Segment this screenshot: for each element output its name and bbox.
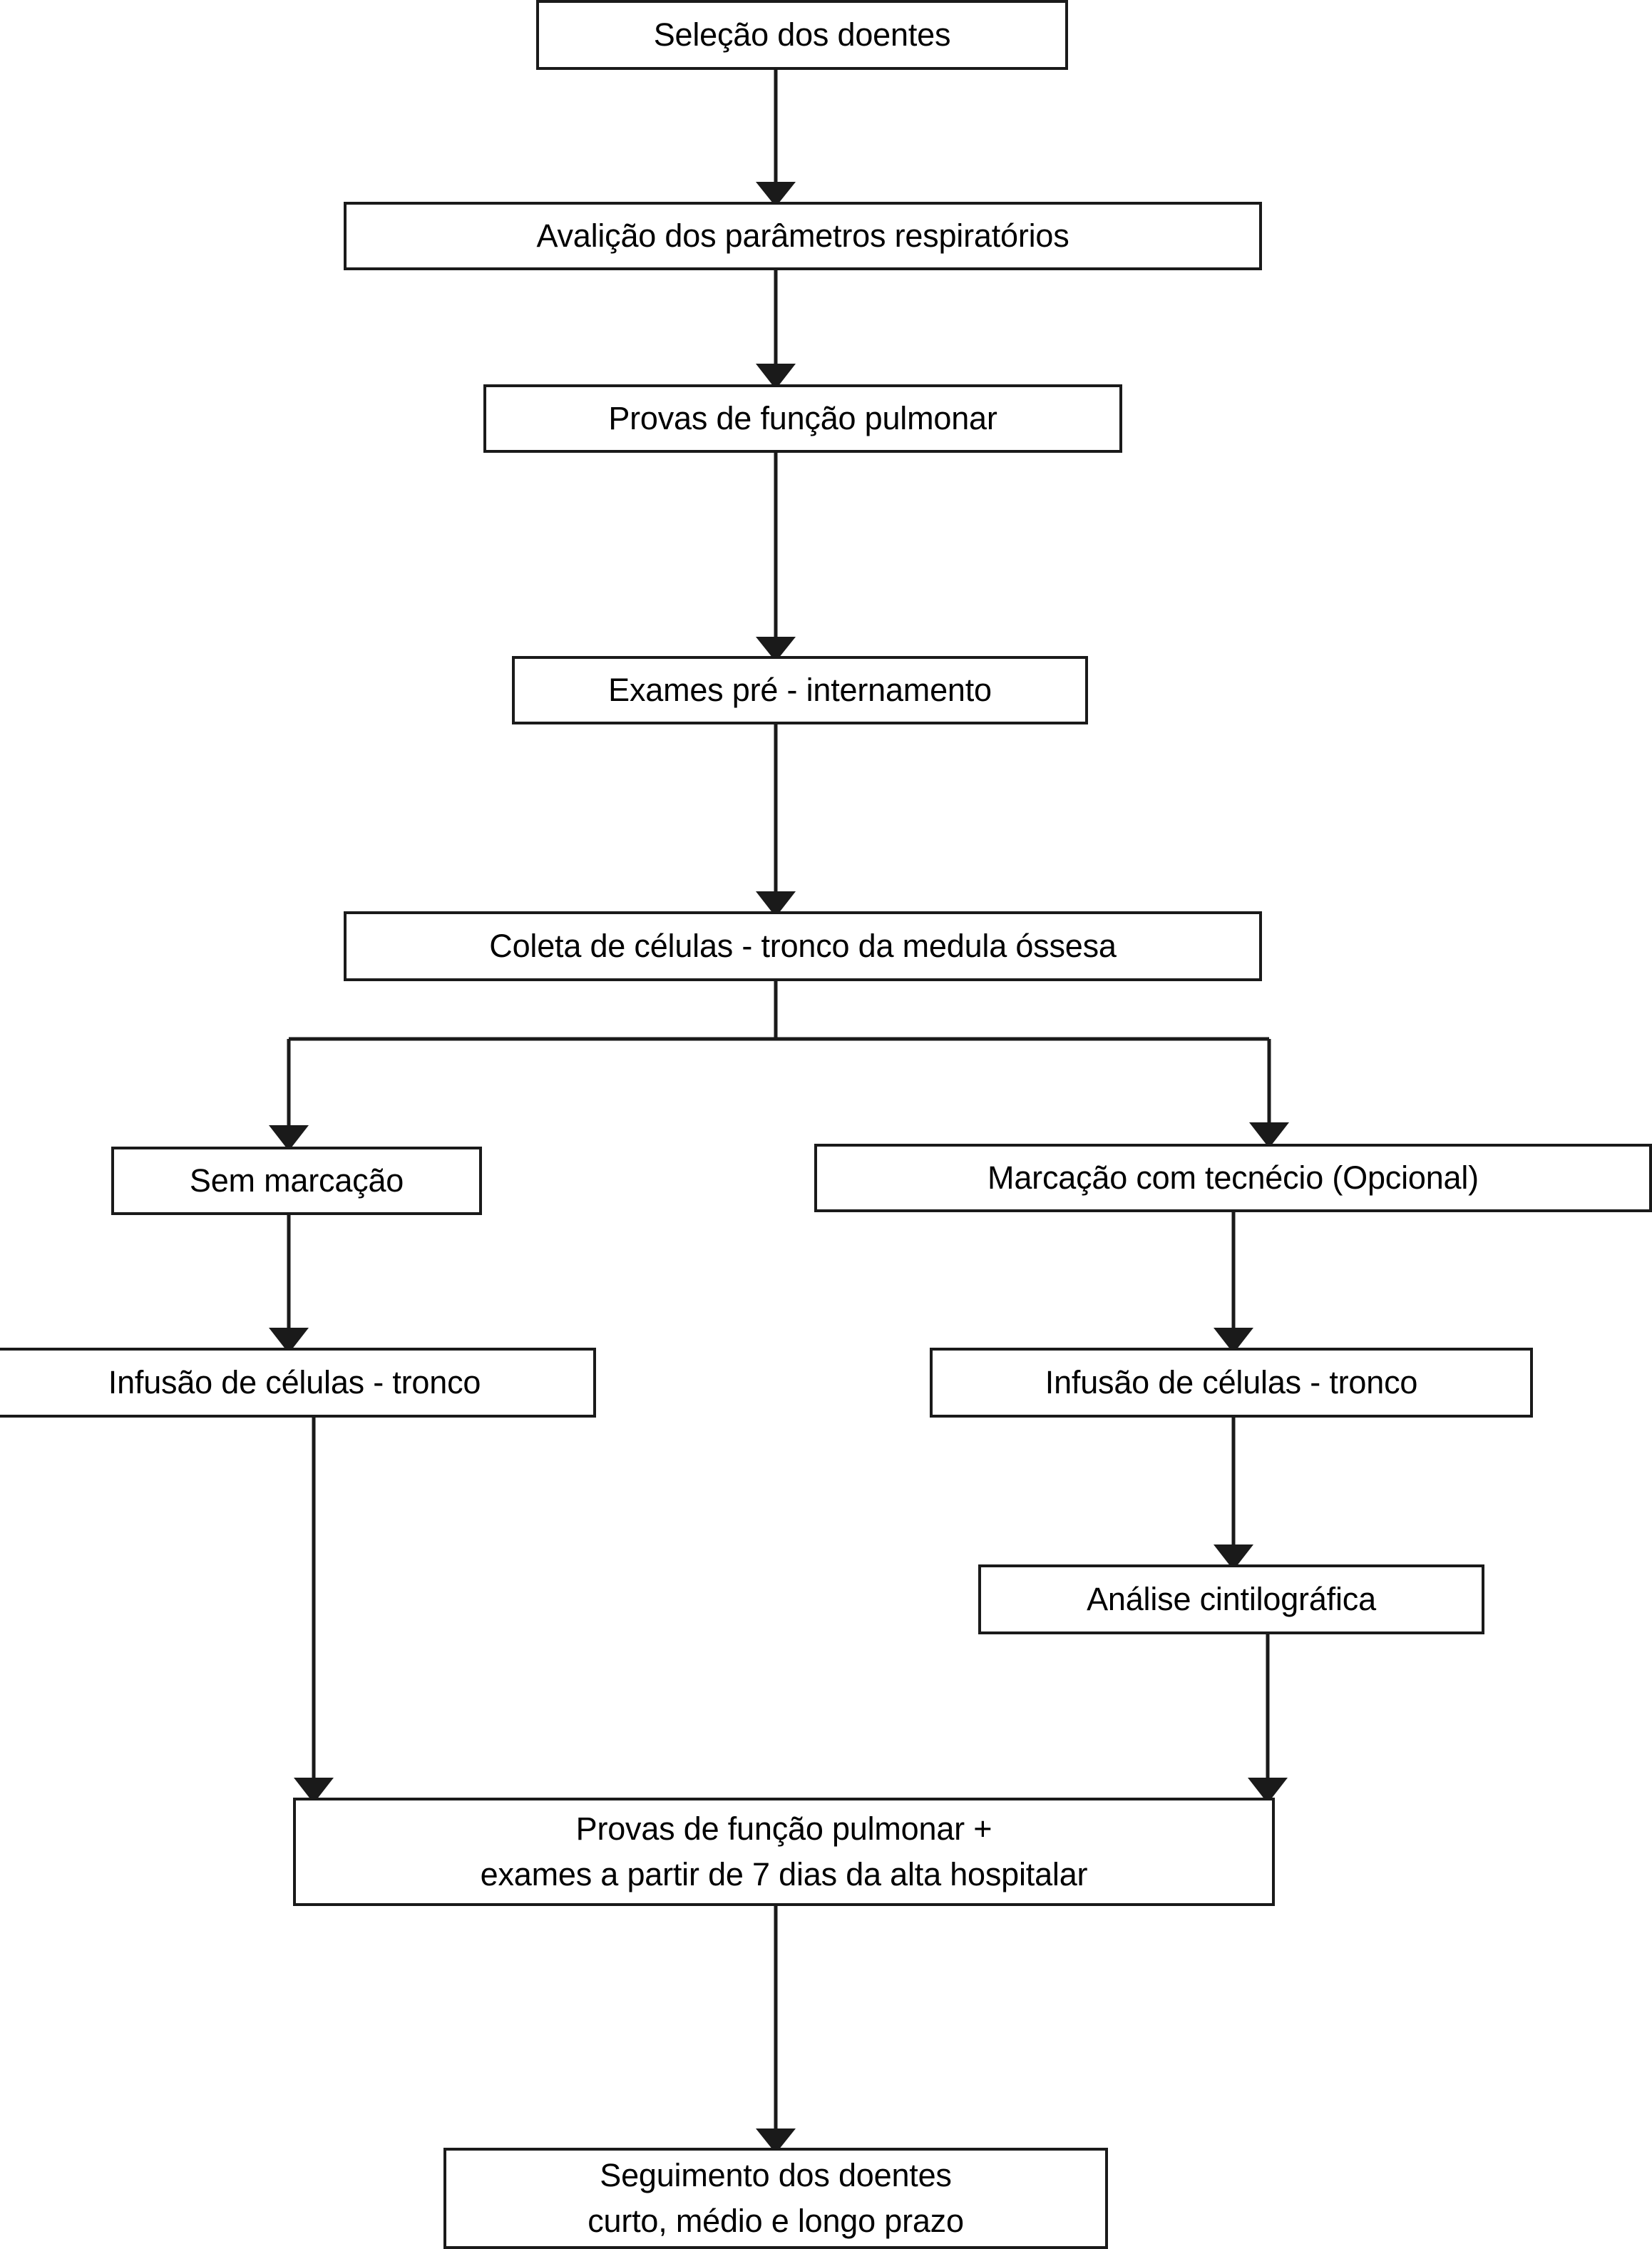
node-infusao-de-celulas-tronco-right[interactable]: Infusão de células - tronco	[930, 1348, 1533, 1418]
node-provas-de-funcao-pulmonar[interactable]: Provas de função pulmonar	[483, 384, 1122, 453]
node-marcacao-com-tecnecio-opcional[interactable]: Marcação com tecnécio (Opcional)	[814, 1144, 1652, 1212]
connector-coleta-split	[269, 981, 1289, 1151]
node-label: Análise cintilográfica	[1087, 1581, 1376, 1618]
connector-marcacao-to-infusao	[1214, 1212, 1253, 1353]
node-sem-marcacao[interactable]: Sem marcação	[111, 1147, 482, 1215]
connector-provas-to-exames	[756, 453, 796, 662]
node-analise-cintilografica[interactable]: Análise cintilográfica	[978, 1564, 1484, 1634]
node-label: Provas de função pulmonar	[608, 400, 997, 437]
node-seguimento-dos-doentes[interactable]: Seguimento dos doentes curto, médio e lo…	[443, 2148, 1108, 2249]
node-label: Infusão de células - tronco	[1045, 1364, 1418, 1401]
node-label: Infusão de células - tronco	[108, 1364, 481, 1401]
connector-analise-to-provas7	[1248, 1634, 1288, 1803]
node-label: Seleção dos doentes	[653, 16, 951, 53]
node-label: Exames pré - internamento	[608, 672, 992, 709]
node-infusao-de-celulas-tronco-left[interactable]: Infusão de células - tronco	[0, 1348, 596, 1418]
node-selecao-dos-doentes[interactable]: Seleção dos doentes	[536, 0, 1068, 70]
node-avaliacao-dos-parametros-respiratorios[interactable]: Avalição dos parâmetros respiratórios	[344, 202, 1262, 270]
connector-sem-marcacao-to-infusao	[269, 1215, 309, 1353]
node-label: Avalição dos parâmetros respiratórios	[536, 217, 1069, 255]
node-coleta-de-celulas-tronco-medula-ossea[interactable]: Coleta de células - tronco da medula óss…	[344, 911, 1262, 981]
connector-avaliacao-to-provas	[756, 270, 796, 389]
connector-exames-to-coleta	[756, 724, 796, 917]
connector-infusao-to-analise	[1214, 1418, 1253, 1570]
node-label: Coleta de células - tronco da medula óss…	[489, 928, 1117, 965]
node-label: Provas de função pulmonar + exames a par…	[480, 1810, 1088, 1892]
node-label: Seguimento dos doentes curto, médio e lo…	[588, 2157, 964, 2239]
node-label: Sem marcação	[189, 1162, 404, 1199]
connector-provas7-to-seguimento	[756, 1906, 796, 2153]
node-exames-pre-internamento[interactable]: Exames pré - internamento	[512, 656, 1088, 724]
node-provas-funcao-pulmonar-exames-7-dias[interactable]: Provas de função pulmonar + exames a par…	[293, 1798, 1275, 1906]
connector-selecao-to-avaliacao	[756, 70, 796, 207]
node-label: Marcação com tecnécio (Opcional)	[987, 1159, 1479, 1197]
connector-infusao-esquerda-to-provas7	[294, 1418, 334, 1803]
